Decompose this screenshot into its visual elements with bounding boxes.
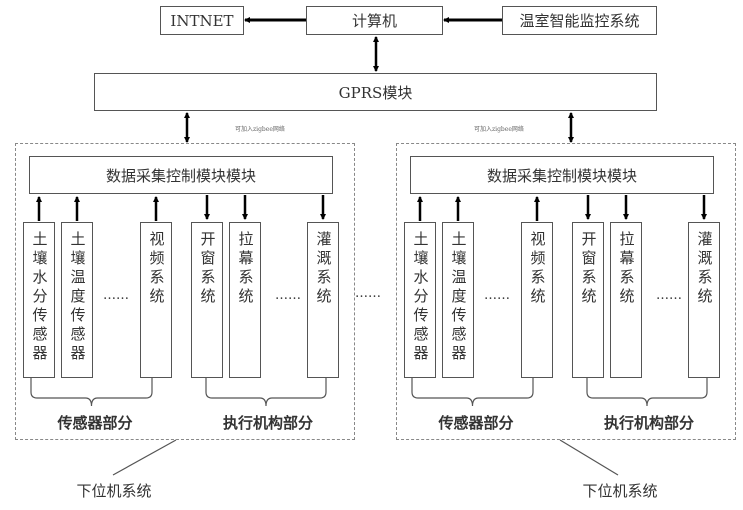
actuator-box: 开窗系统 (191, 222, 223, 378)
lower-system-boundary (15, 143, 355, 440)
sensor-label: 视频系统 (147, 231, 166, 307)
callout-line (559, 439, 619, 476)
sensor-box: 土壤温度传感器 (442, 222, 474, 378)
sensor-box: 视频系统 (521, 222, 553, 378)
actuator-label: 开窗系统 (579, 231, 598, 307)
actuator-label: 拉幕系统 (236, 231, 255, 307)
sensor-section-label: 传感器部分 (438, 414, 514, 432)
sensor-ellipsis: …… (484, 288, 510, 303)
callout-line (112, 439, 177, 476)
actuator-box: 开窗系统 (572, 222, 604, 378)
sensor-label: 土壤温度传感器 (68, 231, 87, 364)
internet-box: INTNET (160, 6, 244, 35)
data-acquisition-controller-box: 数据采集控制模块模块 (29, 156, 333, 194)
monitor-system-label: 温室智能监控系统 (519, 12, 640, 30)
sensor-box: 土壤水分传感器 (404, 222, 436, 378)
internet-label: INTNET (170, 11, 234, 30)
actuator-box: 灌溉系统 (688, 222, 720, 378)
grouping-brace (30, 378, 153, 407)
sensor-label: 土壤水分传感器 (411, 231, 430, 364)
gprs-module-box: GPRS模块 (94, 73, 657, 111)
sensor-box: 土壤水分传感器 (23, 222, 55, 378)
controller-label: 数据采集控制模块模块 (105, 166, 256, 185)
grouping-brace (205, 378, 327, 407)
zigbee-note-2: 可加入zigbee网络 (474, 126, 524, 133)
actuator-box: 灌溉系统 (307, 222, 339, 378)
grouping-brace (411, 378, 534, 407)
actuator-box: 拉幕系统 (610, 222, 642, 378)
sensor-label: 土壤温度传感器 (449, 231, 468, 364)
lower-system-label: 下位机系统 (582, 482, 658, 500)
lower-system-boundary (396, 143, 736, 440)
data-acquisition-controller-box: 数据采集控制模块模块 (410, 156, 714, 194)
actuator-label: 灌溉系统 (314, 231, 333, 307)
actuator-ellipsis: …… (656, 288, 682, 303)
lower-system-label: 下位机系统 (76, 482, 152, 500)
actuator-ellipsis: …… (275, 288, 301, 303)
actuator-section-label: 执行机构部分 (603, 414, 695, 432)
computer-box: 计算机 (306, 6, 443, 35)
sensor-label: 土壤水分传感器 (30, 231, 49, 364)
controller-label: 数据采集控制模块模块 (486, 166, 637, 185)
sensor-section-label: 传感器部分 (57, 414, 133, 432)
grouping-brace (586, 378, 708, 407)
sensor-ellipsis: …… (103, 288, 129, 303)
sensor-box: 土壤温度传感器 (61, 222, 93, 378)
sensor-box: 视频系统 (140, 222, 172, 378)
actuator-label: 拉幕系统 (617, 231, 636, 307)
monitor-system-box: 温室智能监控系统 (502, 6, 657, 35)
computer-label: 计算机 (351, 12, 397, 30)
actuator-box: 拉幕系统 (229, 222, 261, 378)
sensor-label: 视频系统 (528, 231, 547, 307)
actuator-section-label: 执行机构部分 (222, 414, 314, 432)
actuator-label: 灌溉系统 (695, 231, 714, 307)
between-groups-ellipsis: …… (355, 286, 381, 301)
zigbee-note-1: 可加入zigbee网络 (235, 126, 285, 133)
gprs-module-label: GPRS模块 (338, 83, 413, 102)
actuator-label: 开窗系统 (198, 231, 217, 307)
